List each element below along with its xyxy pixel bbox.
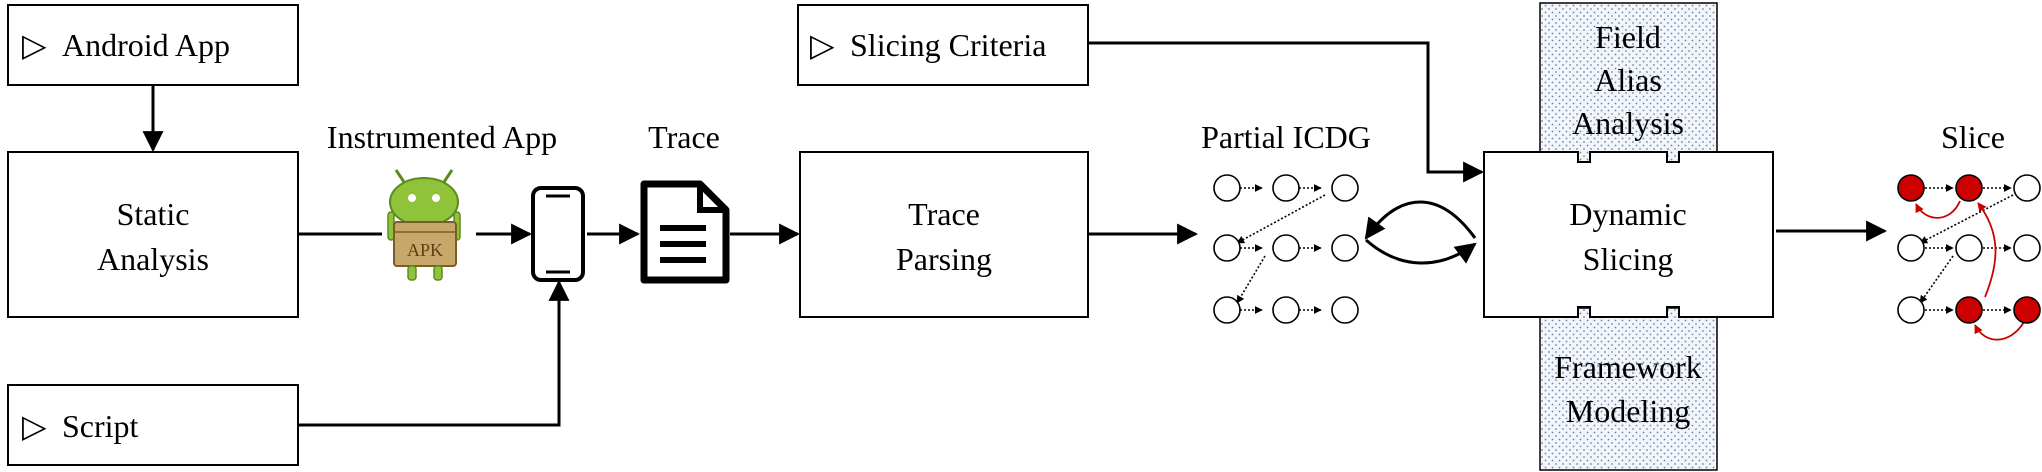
- smartphone-icon: [531, 186, 585, 282]
- static-analysis-box: Static Analysis: [7, 151, 299, 318]
- trace-parsing-line2: Parsing: [896, 241, 992, 277]
- framework-modeling-line1: Framework: [1554, 349, 1702, 385]
- android-app-label: Android App: [62, 27, 230, 63]
- instrumented-app-label: Instrumented App: [327, 119, 557, 155]
- static-analysis-line1: Static: [117, 196, 190, 232]
- static-analysis-line2: Analysis: [97, 241, 209, 277]
- slice-node: [1897, 296, 1925, 324]
- android-apk-icon: APK: [387, 169, 461, 281]
- trace-label: Trace: [648, 119, 720, 155]
- arrow-script-to-phone: [298, 279, 570, 427]
- slice-node-selected: [1955, 174, 1983, 202]
- icdg-node: [1272, 174, 1300, 202]
- cycle-arrow-top: [1364, 200, 1477, 240]
- script-marker: ▷: [22, 408, 47, 444]
- trace-document-icon: [640, 180, 730, 284]
- field-alias-analysis-box: Field Alias Analysis: [1539, 2, 1718, 164]
- partial-icdg-label: Partial ICDG: [1201, 119, 1371, 155]
- trace-parsing-line1: Trace: [908, 196, 980, 232]
- icdg-node: [1331, 234, 1359, 262]
- dynamic-slicing-line2: Slicing: [1583, 241, 1674, 277]
- slice-node: [1897, 234, 1925, 262]
- partial-icdg-graph: [1213, 174, 1359, 324]
- script-input: ▷ Script: [7, 384, 299, 466]
- icdg-node: [1272, 296, 1300, 324]
- android-app-input: ▷ Android App: [7, 4, 299, 86]
- icdg-node: [1213, 296, 1241, 324]
- field-alias-line3: Analysis: [1572, 105, 1684, 141]
- icdg-node: [1213, 234, 1241, 262]
- slicing-criteria-marker: ▷: [810, 27, 835, 63]
- apk-label: APK: [407, 240, 443, 260]
- trace-parsing-box: Trace Parsing: [799, 151, 1089, 318]
- script-label: Script: [62, 408, 139, 444]
- field-alias-line1: Field: [1595, 19, 1661, 55]
- slicing-criteria-label: Slicing Criteria: [850, 27, 1046, 63]
- flow-arrows: [142, 41, 1888, 427]
- dynamic-slicing-box: Dynamic Slicing: [1483, 151, 1774, 318]
- slice-label: Slice: [1941, 119, 2005, 155]
- slice-node: [2013, 174, 2041, 202]
- slicing-criteria-input: ▷ Slicing Criteria: [797, 4, 1089, 86]
- slice-node: [2013, 234, 2041, 262]
- framework-modeling-box: Framework Modeling: [1539, 307, 1718, 471]
- slice-graph: [1897, 174, 2041, 341]
- arrow-criteria-to-slicing: [1088, 41, 1485, 183]
- slice-node-selected: [1897, 174, 1925, 202]
- icdg-node: [1213, 174, 1241, 202]
- field-alias-line2: Alias: [1594, 62, 1662, 98]
- cycle-arrow-bottom: [1365, 238, 1477, 265]
- framework-modeling-line2: Modeling: [1566, 393, 1690, 429]
- slice-node: [1955, 234, 1983, 262]
- icdg-node: [1272, 234, 1300, 262]
- dynamic-slicing-line1: Dynamic: [1569, 196, 1686, 232]
- slice-node-selected: [1955, 296, 1983, 324]
- icdg-node: [1331, 174, 1359, 202]
- slice-node-selected: [2013, 296, 2041, 324]
- icdg-node: [1331, 296, 1359, 324]
- android-app-marker: ▷: [22, 27, 47, 63]
